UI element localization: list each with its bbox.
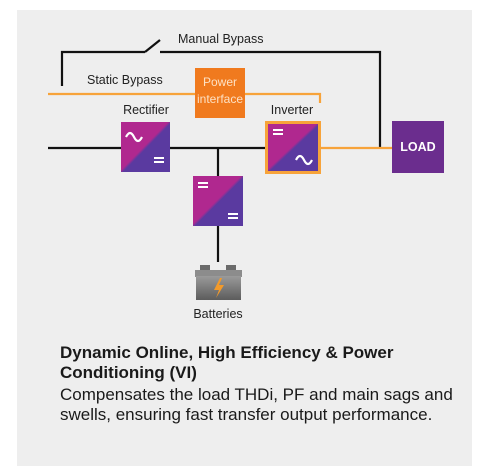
power-interface-line2: interface [197,92,243,106]
load-label: LOAD [400,140,435,154]
inverter-label: Inverter [271,103,313,117]
open-switch-icon [144,39,161,53]
ac-to-dc-icon [125,131,164,163]
mode-caption: Dynamic Online, High Efficiency & Power … [60,343,460,425]
mode-description: Compensates the load THDi, PF and main s… [60,385,453,424]
batteries-label: Batteries [193,307,242,321]
load-box: LOAD [392,121,444,173]
power-interface-box: Power interface [195,68,245,118]
dc-converter-module [193,176,243,226]
ups-topology-diagram: Manual Bypass Static Bypass Power interf… [48,32,444,321]
rectifier-module [121,122,170,172]
manual-bypass-path [60,39,382,148]
inverter-module [265,121,321,174]
manual-bypass-label: Manual Bypass [178,32,263,46]
static-bypass-path [48,92,322,103]
rectifier-label: Rectifier [123,103,169,117]
battery-icon [195,265,242,300]
power-interface-line1: Power [203,75,237,89]
dc-to-ac-icon [273,129,313,166]
static-bypass-label: Static Bypass [87,73,163,87]
mode-title: Dynamic Online, High Efficiency & Power … [60,343,394,382]
dc-to-dc-icon [198,182,238,219]
